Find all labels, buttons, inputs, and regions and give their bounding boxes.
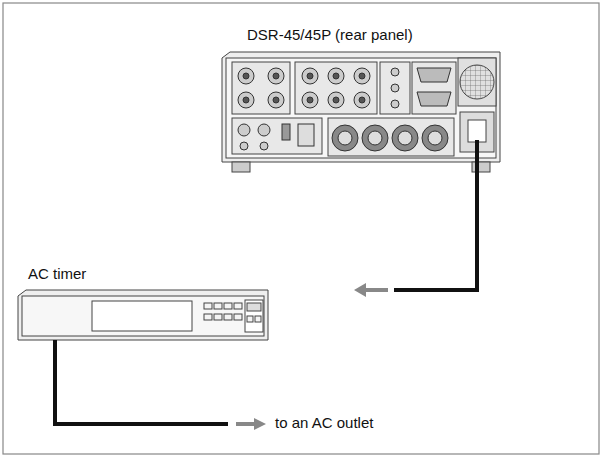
frame (3, 3, 599, 454)
timer-node: AC timer (18, 265, 354, 341)
device-node: DSR-45/45P (rear panel) (222, 26, 502, 172)
outlet-arrow (236, 422, 256, 426)
ac-timer-body (18, 290, 268, 340)
power-cord (475, 140, 479, 172)
node-label: DSR-45/45P (rear panel) (247, 26, 413, 44)
outlet-arrowhead (254, 418, 266, 430)
node-label: AC timer (28, 265, 86, 283)
connectors-on-panel (238, 68, 451, 151)
note-label: to an AC outlet (275, 414, 373, 432)
deck-rear-panel (222, 52, 500, 172)
outlet-cord (55, 340, 228, 424)
power-cable (354, 172, 477, 297)
